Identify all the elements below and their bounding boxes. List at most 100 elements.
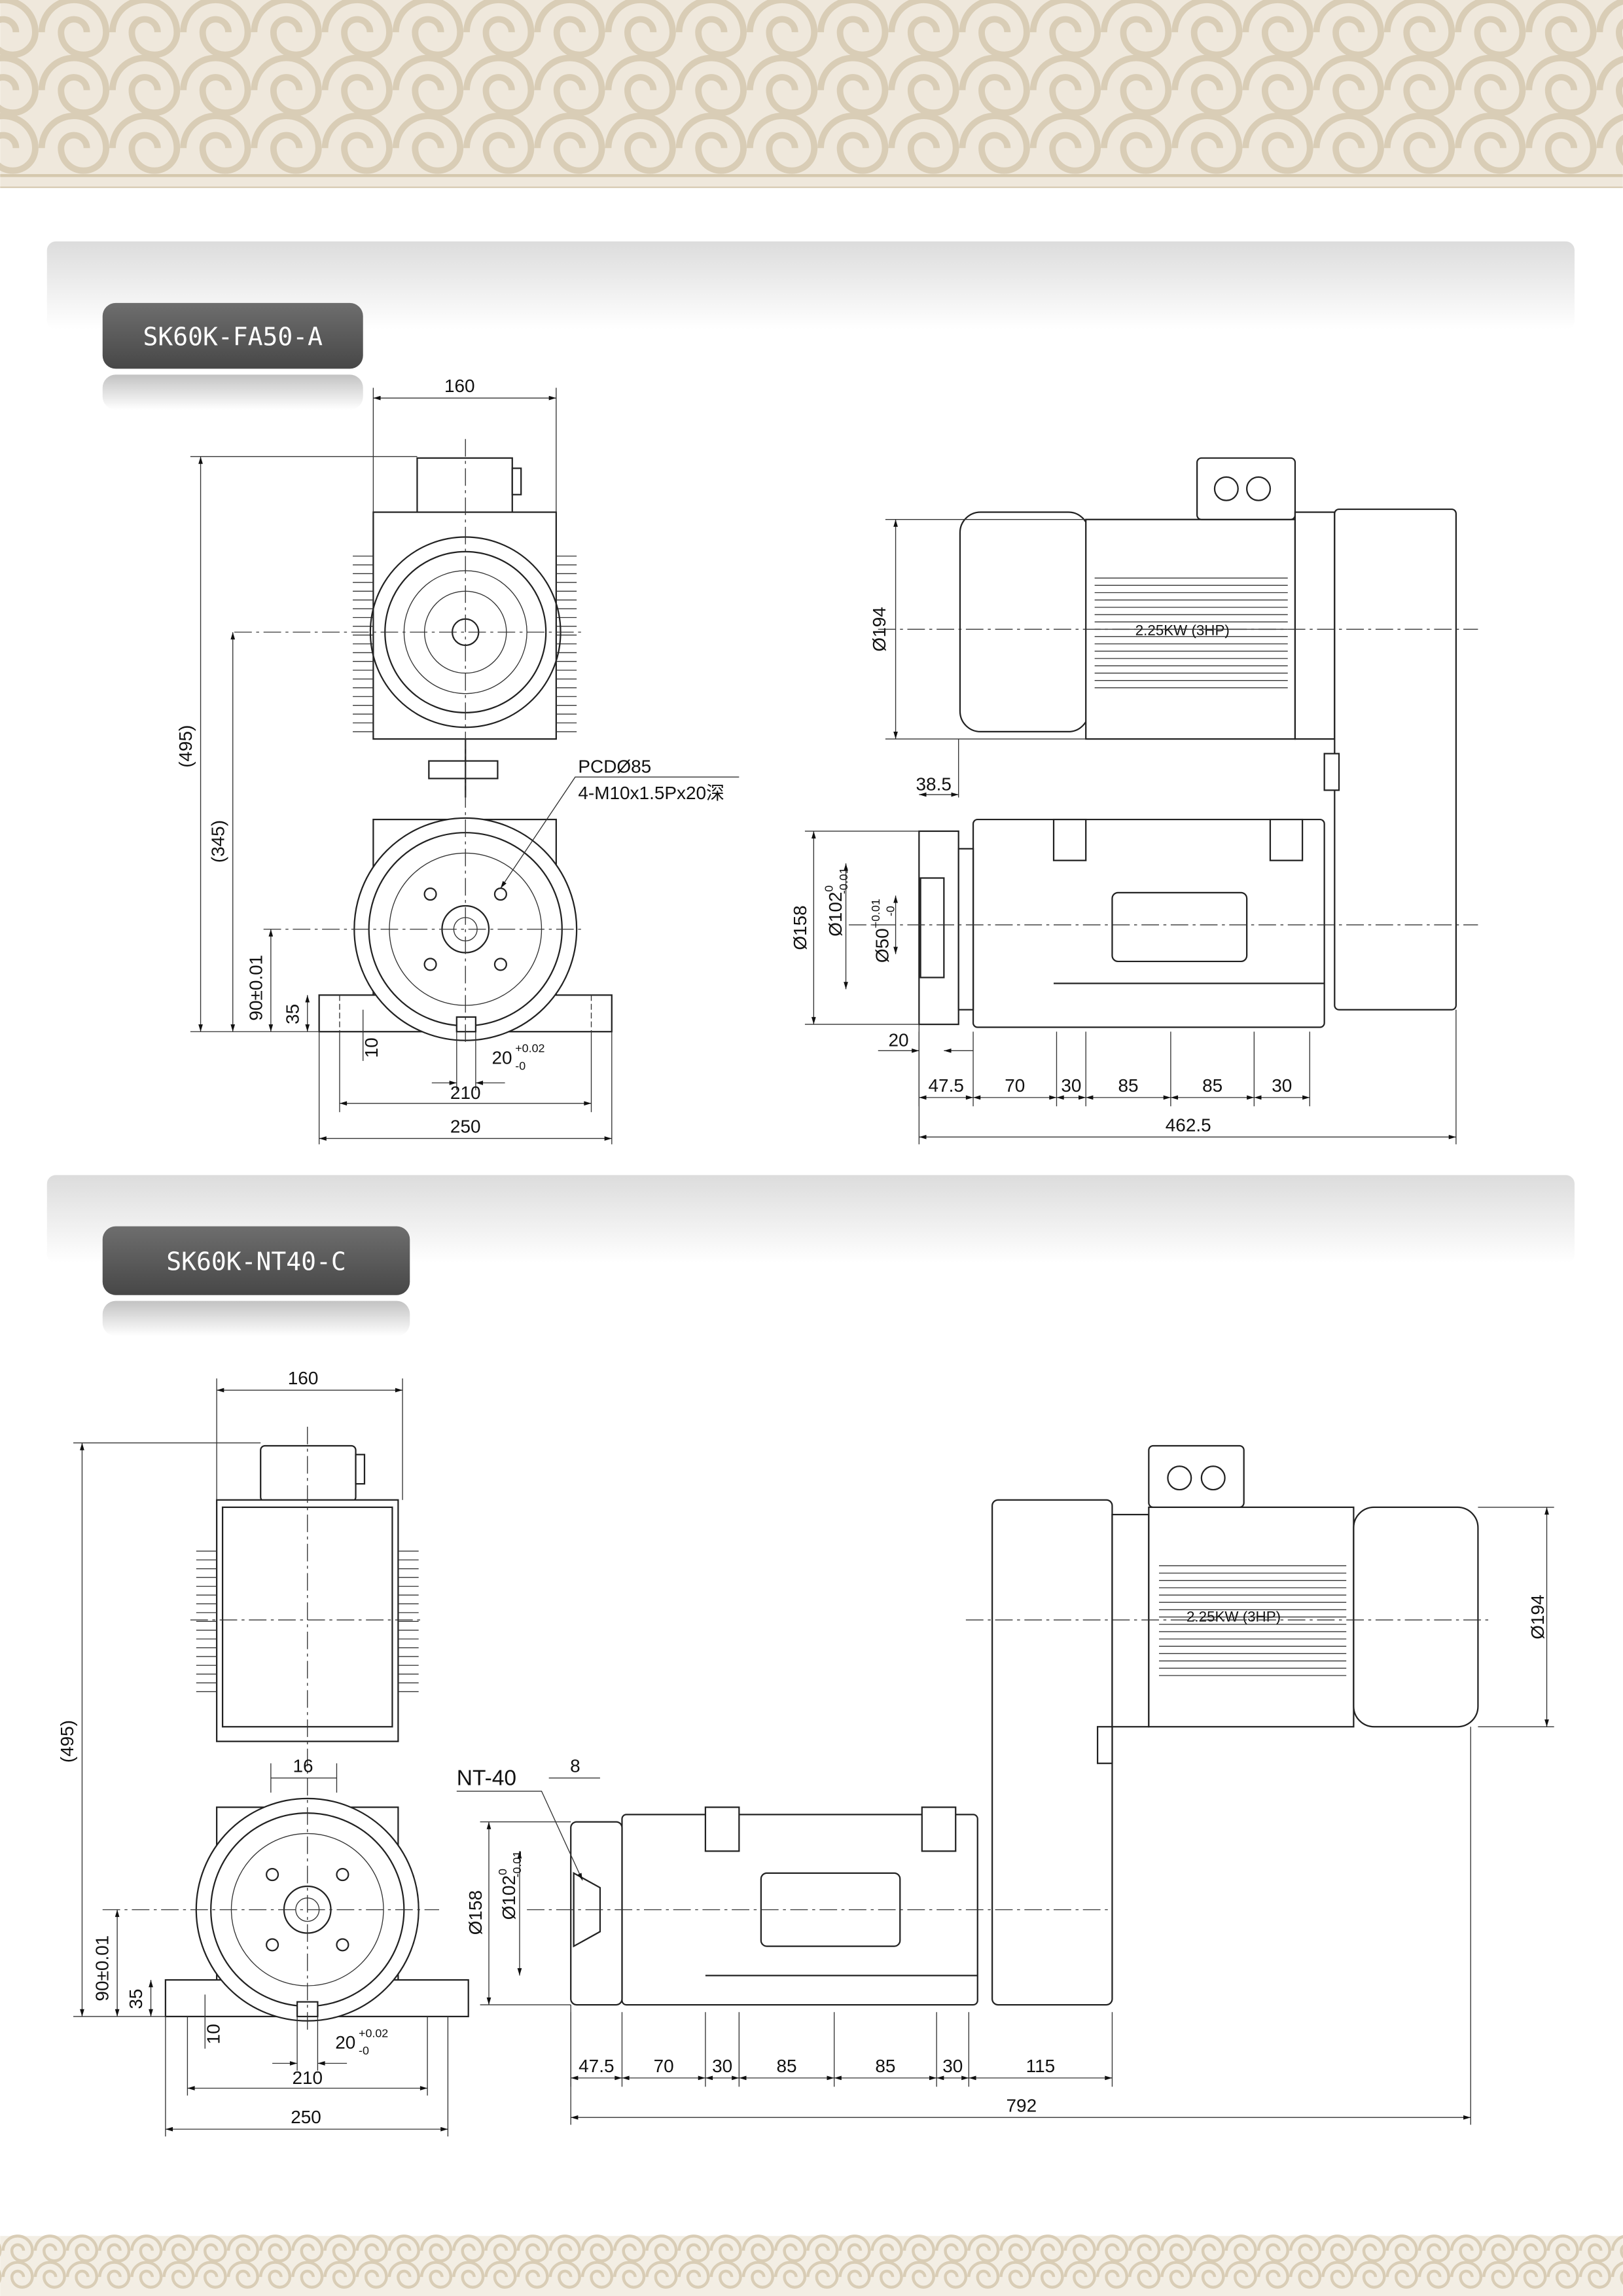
dim-total-height: (495) xyxy=(57,1720,77,1763)
swirl-ornament xyxy=(838,2234,871,2263)
dim-slot-depth: 10 xyxy=(204,2024,224,2044)
swirl-ornament xyxy=(1313,0,1384,58)
swirl-ornament xyxy=(1525,0,1597,58)
swirl-ornament xyxy=(548,2261,581,2289)
swirl-ornament xyxy=(321,113,393,174)
swirl-ornament xyxy=(355,2261,388,2289)
swirl-ornament xyxy=(1514,2234,1547,2263)
swirl-ornament xyxy=(1289,2261,1322,2289)
dim-flange-thk: 20 xyxy=(888,1030,908,1050)
swirl-ornament xyxy=(746,113,818,174)
swirl-ornament xyxy=(1578,2234,1611,2263)
section-panel xyxy=(46,241,1575,330)
swirl-ornament xyxy=(817,54,889,116)
swirl-ornament xyxy=(1383,0,1455,58)
swirl-ornament xyxy=(452,2234,485,2263)
swirl-ornament xyxy=(130,2261,163,2289)
swirl-ornament xyxy=(1383,54,1455,116)
swirl-ornament xyxy=(1455,0,1526,58)
slot-tol-upper: +0.02 xyxy=(515,1042,544,1055)
pcd-label: PCDØ85 xyxy=(578,757,651,777)
swirl-ornament xyxy=(1242,0,1313,58)
swirl-ornament xyxy=(65,2234,99,2263)
swirl-ornament xyxy=(999,2261,1032,2289)
segment-length-label: 47.5 xyxy=(929,1075,964,1096)
section-sk60k-nt40-c: SK60K-NT40-C 160 (495) xyxy=(46,1175,1575,2137)
swirl-ornament xyxy=(1101,0,1172,58)
dim-slot-width: 20 xyxy=(335,2032,355,2053)
dim-total-length: 792 xyxy=(1007,2095,1037,2115)
swirl-ornament xyxy=(323,2234,356,2263)
swirl-ornament xyxy=(0,54,39,116)
dim-slot-depth: 10 xyxy=(361,1037,382,1058)
swirl-ornament xyxy=(1525,113,1597,174)
dim-shaft-height: (345) xyxy=(207,820,228,863)
swirl-ornament xyxy=(1160,2261,1193,2289)
segment-length-label: 85 xyxy=(875,2056,895,2076)
swirl-ornament xyxy=(709,2234,742,2263)
segment-length-label: 30 xyxy=(1061,1075,1081,1096)
swirl-ornament xyxy=(1385,2261,1418,2289)
swirl-ornament xyxy=(1,2234,34,2263)
swirl-ornament xyxy=(1321,2261,1354,2289)
swirl-ornament xyxy=(806,2234,839,2263)
dim-slot-width: 20 xyxy=(491,1047,512,1067)
dim-motor-dia: Ø194 xyxy=(1527,1594,1548,1639)
section-sk60k-fa50-a: SK60K-FA50-A 1 xyxy=(46,241,1575,1145)
swirl-ornament xyxy=(1455,54,1526,116)
swirl-ornament xyxy=(291,2234,324,2263)
swirl-ornament xyxy=(817,0,889,58)
swirl-ornament xyxy=(1160,2234,1193,2263)
dim-width: 160 xyxy=(288,1368,319,1388)
swirl-ornament xyxy=(463,54,535,116)
swirl-ornament xyxy=(1313,113,1384,174)
swirl-ornament xyxy=(180,0,251,58)
swirl-ornament xyxy=(1242,113,1313,174)
dim-flange-dia: Ø158 xyxy=(465,1890,486,1935)
swirl-ornament xyxy=(677,2261,710,2289)
swirl-ornament xyxy=(1313,54,1384,116)
swirl-ornament xyxy=(935,2234,968,2263)
swirl-ornament xyxy=(291,2261,324,2289)
swirl-ornament xyxy=(38,54,110,116)
swirl-ornament xyxy=(888,54,959,116)
side-view-drawing: 2.25KW (3HP) xyxy=(849,457,1478,1028)
swirl-ornament xyxy=(774,2261,807,2289)
swirl-ornament xyxy=(1418,2261,1450,2289)
segment-length-label: 115 xyxy=(1026,2056,1056,2076)
swirl-ornament xyxy=(33,2261,66,2289)
header-ornament-band xyxy=(0,0,1623,188)
bolt-spec-label: 4-M10x1.5Px20深 xyxy=(578,783,724,803)
swirl-ornament xyxy=(516,2234,549,2263)
dim-taper: 8 xyxy=(570,1756,580,1776)
swirl-ornament xyxy=(645,2261,678,2289)
swirl-ornament xyxy=(1450,2234,1483,2263)
swirl-ornament xyxy=(484,2261,517,2289)
swirl-ornament xyxy=(259,2261,292,2289)
dim-hole-pitch: 210 xyxy=(450,1083,481,1103)
swirl-ornament xyxy=(259,2234,292,2263)
segment-length-label: 85 xyxy=(1118,1075,1139,1096)
swirl-ornament xyxy=(98,2261,131,2289)
side-view-drawing: 2.25KW (3HP) xyxy=(527,1444,1493,2006)
swirl-ornament xyxy=(1257,2234,1289,2263)
swirl-ornament xyxy=(741,2261,774,2289)
dim-width: 160 xyxy=(444,376,475,396)
swirl-ornament xyxy=(580,2261,614,2289)
swirl-ornament xyxy=(162,2261,195,2289)
swirl-ornament xyxy=(645,2234,678,2263)
section-panel xyxy=(46,1175,1575,1263)
dim-base-width: 250 xyxy=(450,1117,481,1137)
swirl-ornament xyxy=(774,2234,807,2263)
swirl-ornament xyxy=(1482,2234,1515,2263)
swirl-ornament xyxy=(33,2234,66,2263)
swirl-ornament xyxy=(999,2234,1032,2263)
swirl-ornament xyxy=(98,2234,131,2263)
swirl-ornament xyxy=(580,2234,614,2263)
swirl-ornament xyxy=(746,54,818,116)
swirl-ornament xyxy=(675,113,747,174)
swirl-ornament xyxy=(1546,2234,1579,2263)
model-title: SK60K-FA50-A xyxy=(143,323,323,351)
swirl-ornament xyxy=(902,2234,935,2263)
swirl-ornament xyxy=(1578,2261,1611,2289)
